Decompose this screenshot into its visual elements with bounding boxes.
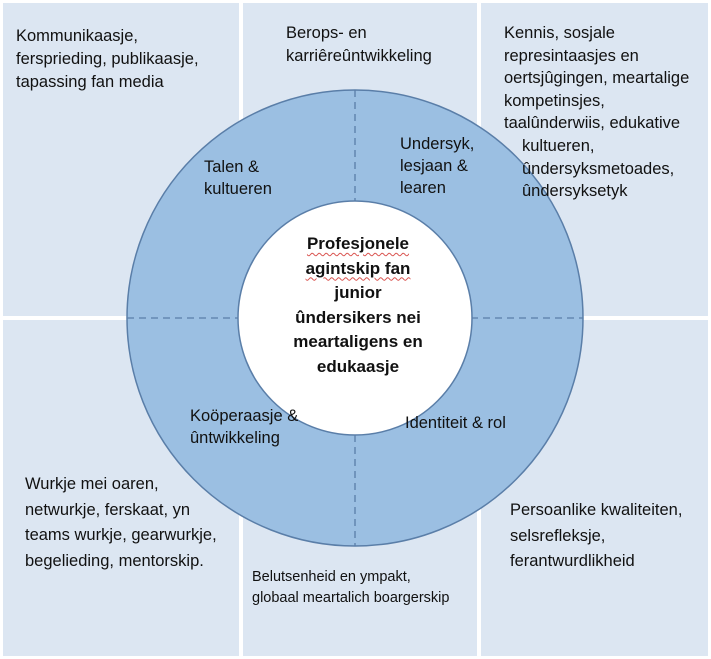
corner-top-left-line: tapassing fan media: [16, 73, 164, 91]
corner-bottom-left-line: teams wurkje, gearwurkje,: [25, 526, 217, 544]
center-line: agintskip fan: [305, 258, 411, 278]
corner-top-right-line: represintaasjes en: [504, 46, 639, 65]
corner-top-left-line: fersprieding, publikaasje,: [16, 50, 199, 68]
corner-top-right-line: ûndersyksetyk: [522, 182, 628, 201]
corner-top-right-line: kompetinsjes,: [504, 91, 605, 110]
segment-bottom-left: Koöperaasje & ûntwikkeling: [190, 405, 298, 449]
corner-top-right-line: Kennis, sosjale: [504, 24, 615, 42]
corner-bottom-left-line: netwurkje, ferskaat, yn: [25, 500, 191, 519]
center-line: edukaasje: [316, 356, 400, 376]
corner-bottom-center-line: Belutsenheid en ympakt,: [252, 569, 411, 585]
corner-top-right: Kennis, sosjale represintaasjes en oerts…: [504, 22, 689, 203]
center-line: ûndersikers nei: [295, 307, 421, 327]
segment-top-right-line: Undersyk,: [400, 135, 475, 153]
corner-top-center-line: Berops- en: [286, 24, 367, 42]
corner-top-left-line: Kommunikaasje,: [16, 27, 138, 45]
segment-top-right-line: lesjaan &: [400, 157, 468, 175]
corner-top-center: Berops- en karriêreûntwikkeling: [286, 22, 432, 68]
corner-top-center-line: karriêreûntwikkeling: [286, 47, 432, 65]
corner-bottom-left-line: begelieding, mentorskip.: [25, 551, 204, 570]
corner-bottom-left-line: Wurkje mei oaren,: [25, 475, 159, 493]
segment-top-left-line: Talen &: [204, 158, 260, 176]
corner-bottom-center: Belutsenheid en ympakt, globaal meartali…: [252, 567, 449, 609]
corner-top-right-line: kultueren,: [522, 136, 595, 155]
segment-top-left-line: kultueren: [204, 180, 272, 198]
corner-bottom-right-line: ferantwurdlikheid: [510, 552, 635, 570]
segment-top-right: Undersyk, lesjaan & learen: [400, 133, 474, 199]
segment-bottom-left-line: ûntwikkeling: [190, 429, 280, 447]
center-line: meartaligens en: [293, 332, 423, 351]
center-line: junior: [334, 283, 382, 302]
corner-bottom-center-line: globaal meartalich boargerskip: [252, 590, 450, 606]
corner-bottom-right-line: selsrefleksje,: [510, 526, 606, 545]
segment-top-right-line: learen: [400, 179, 446, 197]
segment-bottom-right: Identiteit & rol: [405, 412, 506, 434]
segment-bottom-left-line: Koöperaasje &: [190, 407, 299, 425]
corner-top-left: Kommunikaasje, fersprieding, publikaasje…: [16, 25, 199, 94]
corner-top-right-line: taalûnderwiis, edukative: [504, 114, 681, 133]
center-circle: [237, 200, 473, 436]
corner-bottom-right: Persoanlike kwaliteiten, selsrefleksje, …: [510, 498, 682, 575]
corner-bottom-left: Wurkje mei oaren, netwurkje, ferskaat, y…: [25, 472, 217, 574]
segment-top-left: Talen & kultueren: [204, 156, 272, 200]
center-line: Profesjonele: [306, 234, 410, 253]
center-label: Profesjonele agintskip fan junior ûnders…: [245, 232, 471, 379]
segment-bottom-right-line: Identiteit & rol: [405, 414, 506, 432]
corner-bottom-right-line: Persoanlike kwaliteiten,: [510, 501, 683, 519]
corner-top-right-line: ûndersyksmetoades,: [522, 159, 675, 178]
corner-top-right-line: oertsjûgingen, meartalige: [504, 69, 690, 88]
